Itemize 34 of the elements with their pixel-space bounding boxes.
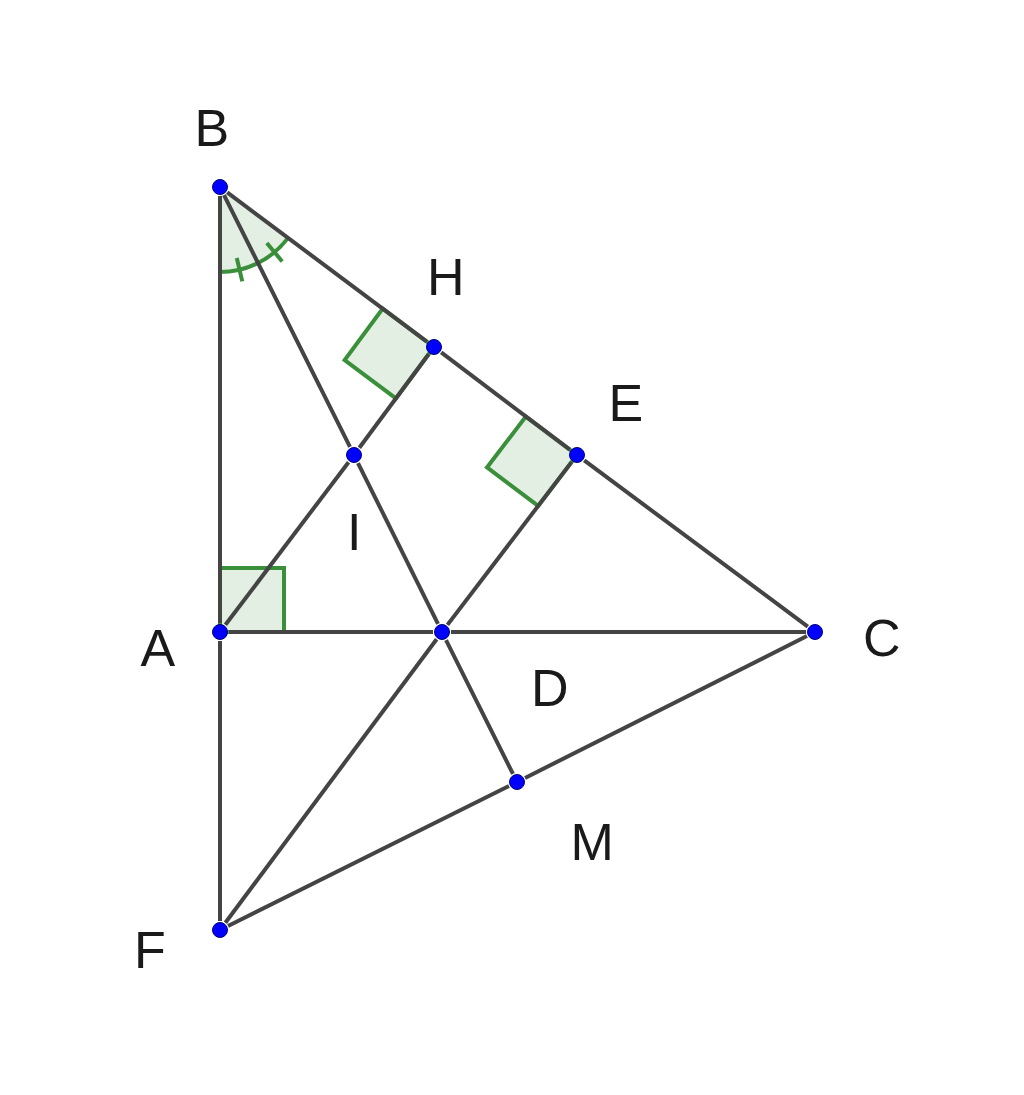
point-marker: [509, 774, 525, 790]
line-segment: [439, 350, 572, 452]
line-segment: [227, 784, 510, 928]
line-segment: [223, 460, 351, 627]
line-segment: [218, 641, 222, 921]
point-marker: [212, 179, 228, 195]
point-marker: [569, 447, 585, 463]
line-segment: [524, 634, 808, 780]
line-segment: [229, 630, 433, 634]
point-label: B: [194, 102, 230, 154]
point-marker: [434, 624, 450, 640]
line-segment: [356, 462, 440, 625]
point-marker: [212, 922, 228, 938]
point-marker: [426, 339, 442, 355]
point-label: C: [863, 612, 901, 664]
point-label: D: [531, 662, 569, 714]
point-marker: [807, 624, 823, 640]
line-segment: [444, 639, 515, 775]
point-marker: [346, 447, 362, 463]
line-segment: [226, 190, 428, 344]
line-segment: [223, 638, 439, 924]
point-label: F: [134, 924, 166, 976]
point-label: I: [347, 506, 362, 558]
line-segment: [451, 630, 806, 634]
point-label: H: [427, 251, 465, 303]
point-label: A: [140, 622, 176, 674]
line-segment: [357, 353, 431, 449]
point-label: M: [570, 816, 614, 868]
point-label: E: [608, 377, 644, 429]
line-segment: [218, 196, 222, 623]
line-segment: [583, 458, 809, 629]
point-marker: [212, 624, 228, 640]
line-segment: [222, 194, 352, 448]
line-segment: [445, 460, 574, 627]
